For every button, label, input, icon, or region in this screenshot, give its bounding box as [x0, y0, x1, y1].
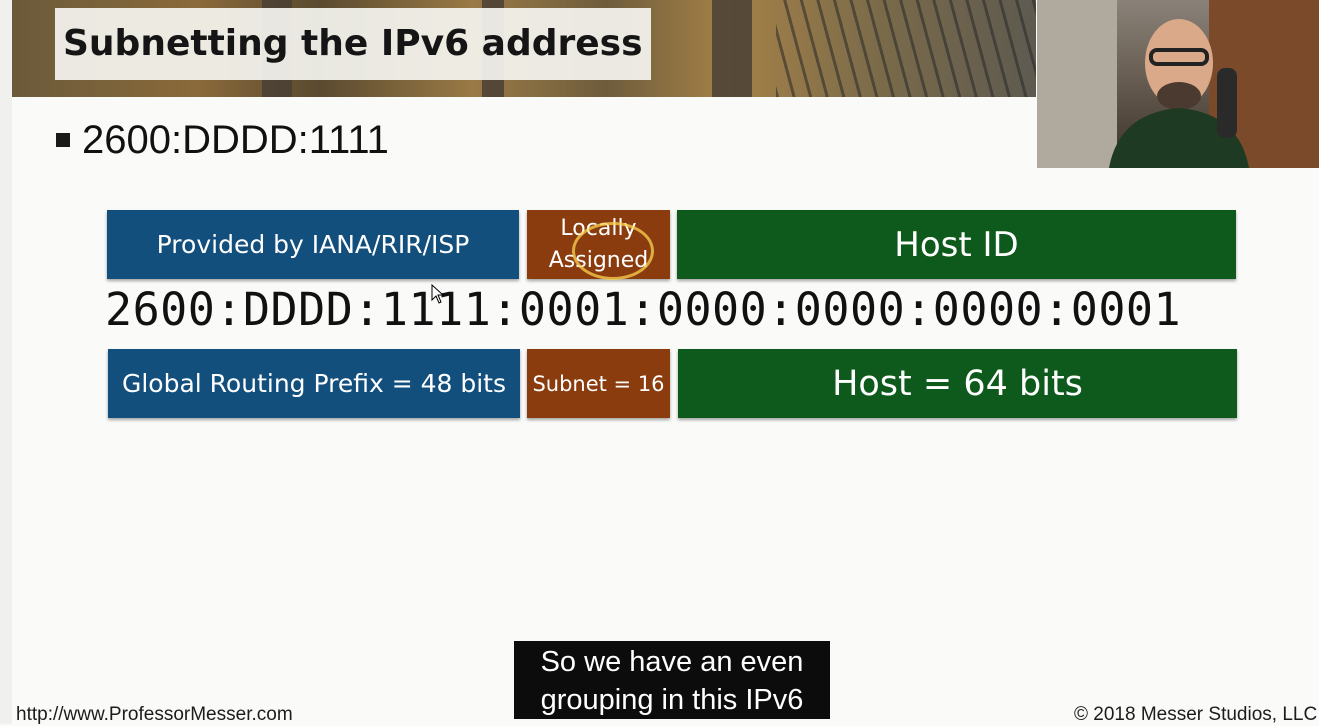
caption-line-2: grouping in this IPv6 [540, 684, 804, 716]
provided-by-box: Provided by IANA/RIR/ISP [107, 210, 519, 279]
slide-title: Subnetting the IPv6 address [55, 8, 651, 80]
footer-url: http://www.ProfessorMesser.com [16, 704, 293, 725]
global-routing-prefix-box: Global Routing Prefix = 48 bits [108, 349, 520, 418]
mouse-cursor-icon [431, 284, 445, 304]
ipv6-address: 2600:DDDD:1111:0001:0000:0000:0000:0001 [105, 283, 1182, 336]
pointer-highlight-ring [572, 222, 654, 280]
subnet-box: Subnet = 16 [527, 349, 670, 418]
footer-copyright: © 2018 Messer Studios, LLC [1074, 704, 1318, 725]
slide-left-margin [0, 0, 12, 724]
host-bits-box: Host = 64 bits [678, 349, 1237, 418]
caption-line-1: So we have an even [540, 646, 804, 678]
presenter-webcam [1037, 0, 1319, 168]
square-bullet-icon [56, 133, 70, 147]
video-caption: So we have an even grouping in this IPv6 [514, 641, 830, 719]
presenter-figure [1109, 19, 1249, 168]
bullet-item: 2600:DDDD:1111 [56, 114, 389, 166]
host-id-box: Host ID [677, 210, 1236, 279]
bullet-text: 2600:DDDD:1111 [82, 117, 389, 162]
